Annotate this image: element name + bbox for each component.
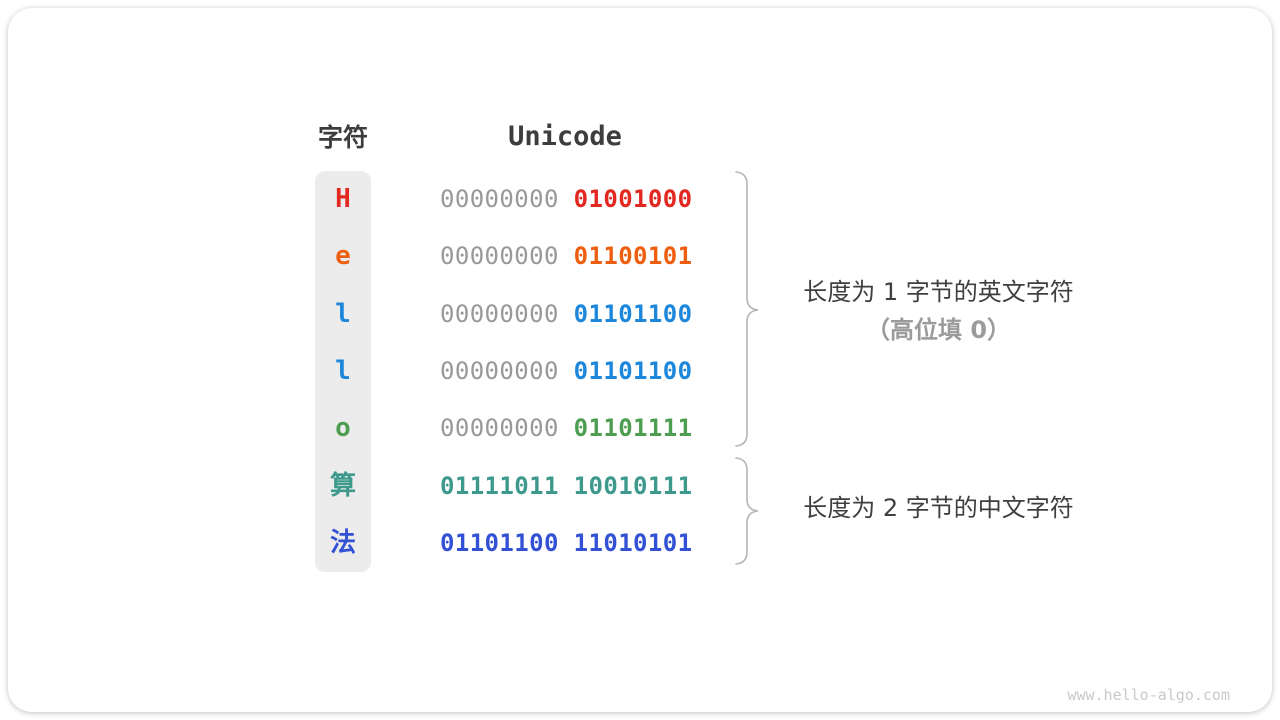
- byte-gap: [559, 357, 574, 385]
- unicode-binary: 01101100 11010101: [440, 515, 692, 572]
- table-row: l 00000000 01101100: [8, 286, 1272, 343]
- high-byte: 01101100: [440, 528, 559, 557]
- unicode-binary: 00000000 01100101: [440, 228, 692, 285]
- table-row: 法 01101100 11010101: [8, 515, 1272, 572]
- unicode-binary: 01111011 10010111: [440, 458, 692, 515]
- byte-gap: [559, 472, 574, 500]
- character-cell: 算: [329, 470, 356, 501]
- unicode-binary: 00000000 01001000: [440, 171, 692, 228]
- table-row: o 00000000 01101111: [8, 400, 1272, 457]
- high-byte: 00000000: [440, 356, 559, 385]
- low-byte: 01001000: [573, 185, 693, 213]
- low-byte: 01101100: [573, 299, 693, 328]
- table-row: 算 01111011 10010111: [8, 458, 1272, 515]
- high-byte: 00000000: [440, 242, 559, 271]
- watermark: www.hello-algo.com: [1067, 686, 1230, 704]
- byte-gap: [559, 185, 574, 213]
- character-column-strip: [315, 171, 371, 572]
- table-row: l 00000000 01101100: [8, 343, 1272, 400]
- annotation-chinese-characters: 长度为 2 字节的中文字符: [766, 492, 1111, 524]
- character-cell: e: [335, 241, 351, 272]
- unicode-binary: 00000000 01101111: [440, 400, 692, 457]
- low-byte: 11010101: [573, 528, 693, 557]
- table-row: H 00000000 01001000: [8, 171, 1272, 228]
- high-byte: 00000000: [440, 299, 559, 328]
- high-byte: 00000000: [440, 185, 559, 213]
- byte-gap: [559, 242, 574, 270]
- character-cell: 法: [329, 527, 356, 558]
- column-header-character: 字符: [317, 123, 368, 152]
- annotation-english-characters: 长度为 1 字节的英文字符 （高位填 0）: [766, 276, 1111, 346]
- low-byte: 01101111: [573, 414, 693, 443]
- character-cell: l: [335, 355, 351, 386]
- character-cell: H: [335, 184, 351, 214]
- annotation-chinese-text: 长度为 2 字节的中文字符: [803, 494, 1074, 522]
- annotation-high-bits-note: （高位填 0）: [865, 316, 1012, 344]
- high-byte: 00000000: [440, 414, 559, 443]
- high-byte: 01111011: [440, 471, 559, 500]
- low-byte: 10010111: [573, 471, 693, 500]
- low-byte: 01100101: [573, 242, 693, 271]
- unicode-binary: 00000000 01101100: [440, 286, 692, 343]
- unicode-binary: 00000000 01101100: [440, 343, 692, 400]
- table-row: e 00000000 01100101: [8, 228, 1272, 285]
- byte-gap: [559, 529, 574, 557]
- character-cell: o: [335, 413, 351, 444]
- figure-card: 字符 Unicode H 00000000 01001000 e 0000000…: [8, 8, 1272, 712]
- byte-gap: [559, 300, 574, 328]
- annotation-english-text: 长度为 1 字节的英文字符: [803, 278, 1074, 306]
- column-header-unicode: Unicode: [508, 121, 622, 152]
- character-cell: l: [335, 298, 351, 329]
- byte-gap: [559, 414, 574, 442]
- low-byte: 01101100: [573, 356, 693, 385]
